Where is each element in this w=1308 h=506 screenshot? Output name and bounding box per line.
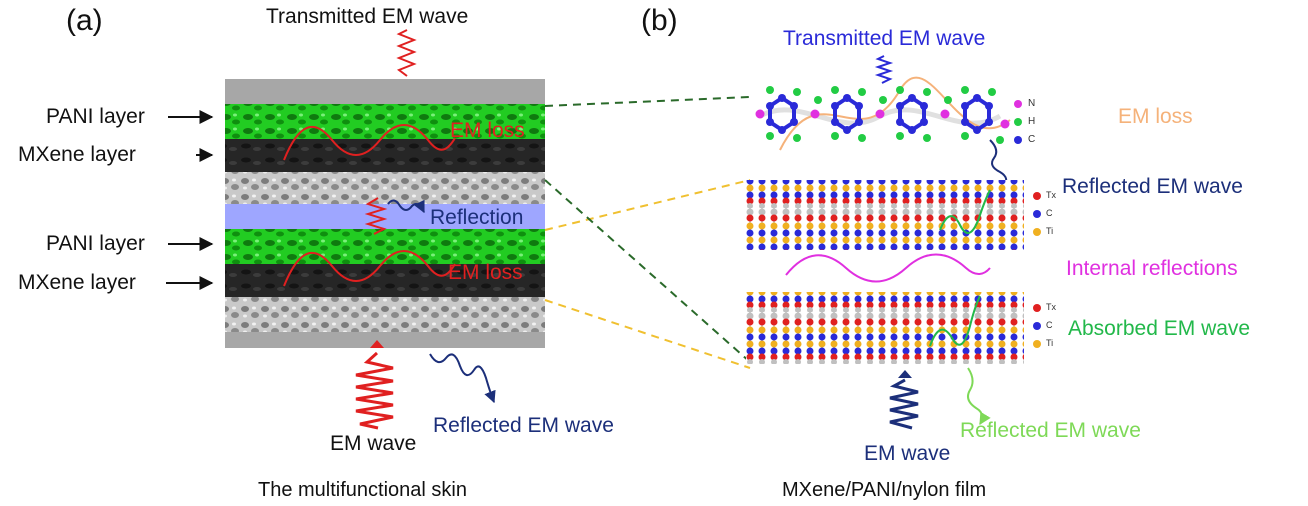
em-wave-label-b: EM wave [864,442,951,465]
legend-tx-label-2: Tx [1046,302,1056,312]
reflected-label-b-bottom: Reflected EM wave [960,419,1141,442]
legend-tx-label-1: Tx [1046,190,1056,200]
connector-top-green [544,96,751,107]
em-loss-wave-1 [283,124,456,161]
top-gray-slab [225,79,545,105]
connector-bottom-yellow [544,299,751,369]
mxene-structure-1 [746,180,1024,250]
internal-reflection-wave [785,253,991,283]
em-wave-label-a: EM wave [330,432,417,455]
mxene-layer-1 [225,139,545,173]
skin-layer-stack [225,79,545,348]
legend-c-dot-1 [1033,210,1041,218]
em-loss-label-b: EM loss [1118,105,1193,128]
mxene-layer-label-2: MXene layer [18,271,136,294]
em-wave-arrowhead-a [370,340,384,348]
legend-tx-dot-1 [1033,192,1041,200]
em-wave-spring-a [355,351,394,430]
mxene-1-green-wave [939,189,991,234]
em-wave-arrowhead-b [898,370,912,378]
legend-c-dot-2 [1033,322,1041,330]
legend-h-dot [1014,118,1022,126]
mxene-2-green-wave [929,295,981,347]
panel-b-label: (b) [641,4,678,37]
panel-a-label: (a) [66,4,103,37]
reflected-label-b-top: Reflected EM wave [1062,175,1243,198]
pani-layer-label-1: PANI layer [46,105,145,128]
connector-mid-green [544,179,751,363]
reflection-band [225,204,545,229]
transmitted-label-b: Transmitted EM wave [783,27,986,50]
nylon-layer-1 [225,172,545,205]
absorbed-label: Absorbed EM wave [1068,317,1251,340]
caption-a: The multifunctional skin [258,479,467,501]
nylon-layer-2 [225,297,545,333]
caption-b: MXene/PANI/nylon film [782,479,987,501]
pani-layer-label-2: PANI layer [46,232,145,255]
legend-ti-label-1: Ti [1046,226,1054,236]
bottom-gray-slab [225,332,545,348]
legend-ti-label-2: Ti [1046,338,1054,348]
reflection-spring [364,197,388,235]
legend-n-dot [1014,100,1022,108]
legend-tx-dot-2 [1033,304,1041,312]
legend-c-dot [1014,136,1022,144]
legend-ti-dot-1 [1033,228,1041,236]
reflected-label-a: Reflected EM wave [433,414,614,437]
mxene-structure-2 [746,292,1024,364]
mxene-layer-label-1: MXene layer [18,143,136,166]
transmitted-wave-a [396,29,417,77]
internal-reflections-label: Internal reflections [1066,257,1238,280]
em-loss-label-a2: EM loss [448,261,523,284]
legend-c-label-2: C [1046,320,1053,330]
legend-h-label: H [1028,116,1036,127]
connector-top-yellow [544,179,751,231]
em-wave-spring-b [889,378,919,430]
legend-c-label: C [1028,134,1036,145]
legend-n-label: N [1028,98,1036,109]
pani-layer-2 [225,229,545,265]
legend-c-label-1: C [1046,208,1053,218]
reflection-wave [387,199,425,214]
pani-chain [755,76,1011,151]
reflection-label: Reflection [430,206,524,229]
legend-ti-dot-2 [1033,340,1041,348]
em-loss-wave-2 [283,250,456,287]
em-loss-label-a1: EM loss [450,119,525,142]
transmitted-label-a: Transmitted EM wave [266,5,469,28]
reflected-wave-a [429,353,496,404]
transmitted-wave-b [874,55,894,84]
mxene-layer-2 [225,264,545,298]
reflected-wave-b-bottom [967,367,991,426]
